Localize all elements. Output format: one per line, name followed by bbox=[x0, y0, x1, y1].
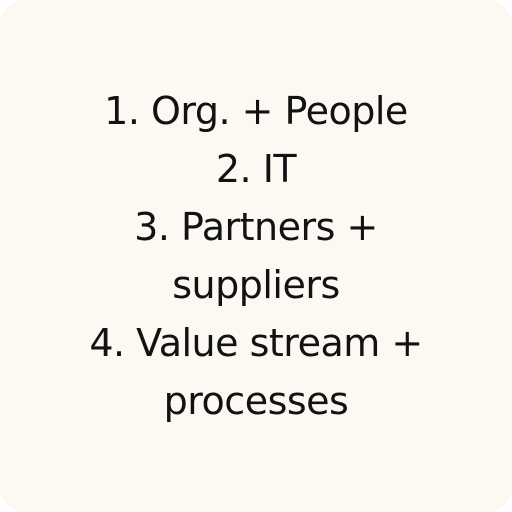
list-line-5: 4. Value stream + bbox=[89, 321, 423, 365]
list-line-1: 1. Org. + People bbox=[104, 89, 408, 133]
list-line-2: 2. IT bbox=[215, 147, 297, 191]
list-line-3: 3. Partners + bbox=[134, 205, 378, 249]
numbered-list: 1. Org. + People 2. IT 3. Partners + sup… bbox=[89, 82, 423, 430]
list-line-6: processes bbox=[163, 379, 349, 423]
list-line-4: suppliers bbox=[172, 263, 340, 307]
